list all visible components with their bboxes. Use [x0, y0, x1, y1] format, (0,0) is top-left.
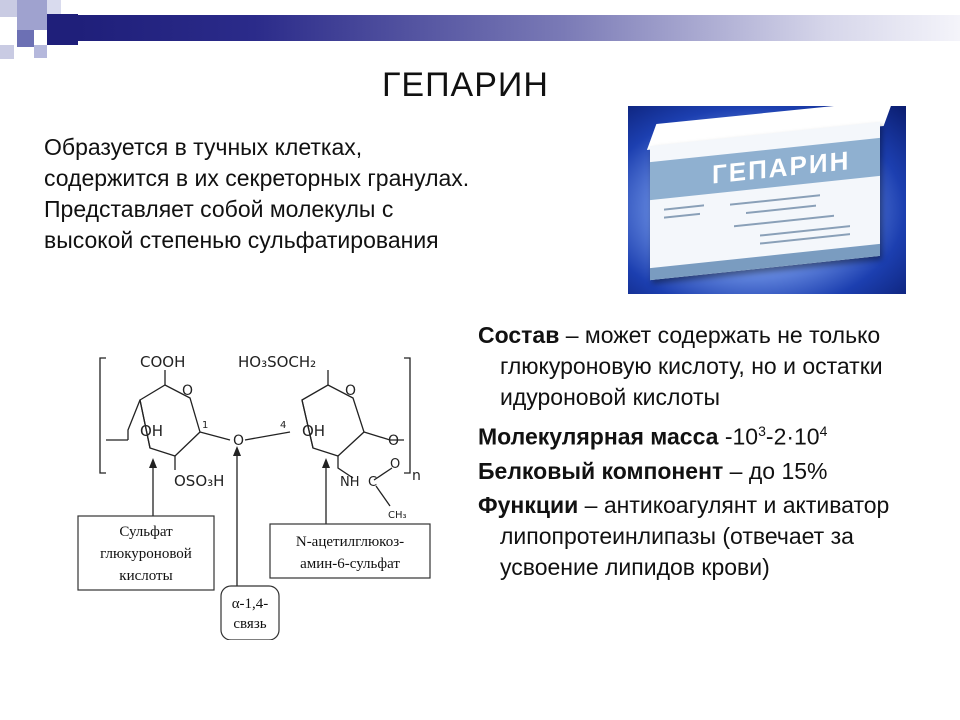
slide-title: ГЕПАРИН	[382, 66, 549, 104]
label-acetyl-line1: N-ацетилглюкоз-	[296, 534, 404, 550]
left-bracket	[99, 357, 106, 474]
ho3soch2-group: HO₃SOCH₂	[238, 353, 316, 371]
intro-text: Образуется в тучных клетках, содержится …	[44, 134, 470, 253]
functions-item: Функции – антикоагулянт и активатор липо…	[478, 490, 948, 583]
right-glycosidic-bond	[244, 431, 291, 441]
package-fine-print	[730, 194, 820, 206]
left-glycosidic-bond	[199, 431, 231, 441]
package-box-front: ГЕПАРИН	[650, 121, 880, 281]
right-chain-bond	[363, 431, 404, 441]
carbonyl-carbon: C	[368, 475, 377, 490]
right-ring-oxygen: O	[345, 383, 356, 399]
nh-bond	[337, 456, 354, 479]
decor-square	[0, 0, 17, 17]
carbonyl-bond	[373, 467, 393, 481]
mass-exponent: 4	[819, 423, 828, 439]
arrowheads	[149, 446, 330, 468]
methyl-bond	[375, 485, 391, 507]
left-ring-edge	[139, 399, 151, 449]
decor-square	[17, 30, 34, 47]
label-box-acetyl	[269, 523, 431, 579]
position-4: 4	[280, 420, 286, 431]
composition-list: Состав – может содержать не только глюку…	[478, 320, 948, 583]
package-fine-print	[664, 212, 700, 219]
decor-square	[47, 14, 78, 45]
decorative-header-band	[0, 0, 960, 60]
package-fine-print	[664, 204, 704, 211]
heparin-structure-diagram: COOH HO₃SOCH₂ O O OH OH 1 4 O O OSO₃H NH…	[70, 340, 470, 641]
mass-value-part: -10	[718, 423, 759, 450]
arrowhead	[149, 458, 157, 468]
package-fine-print	[746, 204, 816, 214]
bridge-oxygen: O	[233, 433, 244, 449]
decor-square	[17, 0, 47, 30]
methyl-group: CH₃	[388, 510, 407, 521]
package-foot-band	[650, 243, 880, 281]
term-mass: Молекулярная масса	[478, 423, 719, 450]
term-protein: Белковый компонент	[478, 457, 724, 484]
end-oxygen: O	[388, 433, 399, 449]
term-functions: Функции	[478, 491, 579, 518]
label-link-line1: α-1,4-	[232, 596, 269, 612]
structure-svg: COOH HO₃SOCH₂ O O OH OH 1 4 O O OSO₃H NH…	[77, 353, 431, 641]
oso3h-group: OSO₃H	[174, 472, 224, 490]
structure-atoms: COOH HO₃SOCH₂ O O OH OH 1 4 O O OSO₃H NH…	[140, 353, 421, 521]
heparin-package-photo: ГЕПАРИН	[628, 106, 906, 294]
molecular-mass-item: Молекулярная масса -103-2·104	[478, 416, 948, 453]
sostav-text: – может содержать не только глюкуроновую…	[500, 322, 883, 410]
term-sostav: Состав	[478, 322, 560, 348]
right-oh-group: OH	[302, 422, 325, 440]
decor-square	[47, 0, 61, 14]
label-sulfate-line3: кислоты	[119, 568, 172, 584]
label-sulfate-line1: Сульфат	[119, 524, 173, 540]
mass-value-part: -2·10	[765, 423, 820, 450]
position-1: 1	[202, 420, 208, 431]
package-fine-print	[734, 214, 834, 228]
label-link-line2: связь	[233, 616, 266, 632]
composition-item: Состав – может содержать не только глюку…	[478, 320, 948, 413]
protein-text: – до 15%	[723, 457, 828, 484]
left-oh-bond	[127, 399, 141, 440]
arrowhead	[322, 458, 330, 468]
mass-exponent: 3	[758, 423, 766, 439]
label-sulfate-line2: глюкуроновой	[100, 546, 192, 562]
nh-group: NH	[340, 475, 360, 490]
decor-square	[0, 45, 14, 59]
label-acetyl-line2: амин-6-сульфат	[300, 556, 400, 572]
structure-bonds	[99, 357, 411, 586]
left-ring-oxygen: O	[182, 383, 193, 399]
right-bracket	[404, 357, 411, 474]
arrowhead	[233, 446, 241, 456]
right-ring-edge	[301, 399, 314, 449]
label-box-sulfate	[77, 515, 215, 591]
repeat-n: n	[412, 468, 421, 484]
cooh-group: COOH	[140, 353, 185, 371]
functions-text: – антикоагулянт и активатор липопротеинл…	[500, 491, 890, 580]
decor-square	[34, 45, 47, 58]
gradient-bar	[78, 15, 960, 41]
carbonyl-oxygen: O	[390, 457, 400, 472]
left-oh-group: OH	[140, 422, 163, 440]
protein-item: Белковый компонент – до 15%	[478, 456, 948, 487]
